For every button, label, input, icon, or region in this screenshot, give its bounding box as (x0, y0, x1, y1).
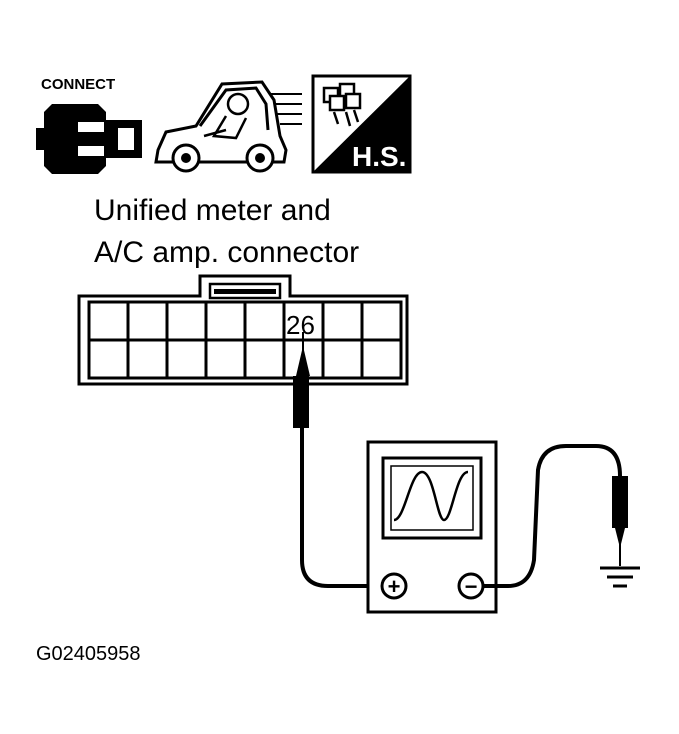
connector-title-line2: A/C amp. connector (94, 236, 359, 269)
connect-icon: CONNECT (36, 76, 142, 174)
hs-label: H.S. (352, 141, 406, 172)
connect-label: CONNECT (41, 76, 115, 93)
sine-wave-icon (393, 470, 469, 522)
negative-probe (483, 444, 628, 588)
positive-symbol: + (388, 574, 401, 599)
negative-symbol: − (465, 574, 478, 599)
hs-icon: H.S. (311, 74, 412, 174)
ground-symbol-icon (600, 566, 640, 588)
car-driving-icon (154, 80, 302, 173)
terminal-label: 26 (286, 310, 315, 340)
connector-title-line1: Unified meter and (94, 194, 331, 227)
figure-id: G02405958 (36, 643, 141, 665)
positive-probe (293, 332, 380, 588)
connector-body (77, 274, 409, 386)
negative-terminal: − (457, 572, 485, 600)
positive-terminal: + (380, 572, 408, 600)
